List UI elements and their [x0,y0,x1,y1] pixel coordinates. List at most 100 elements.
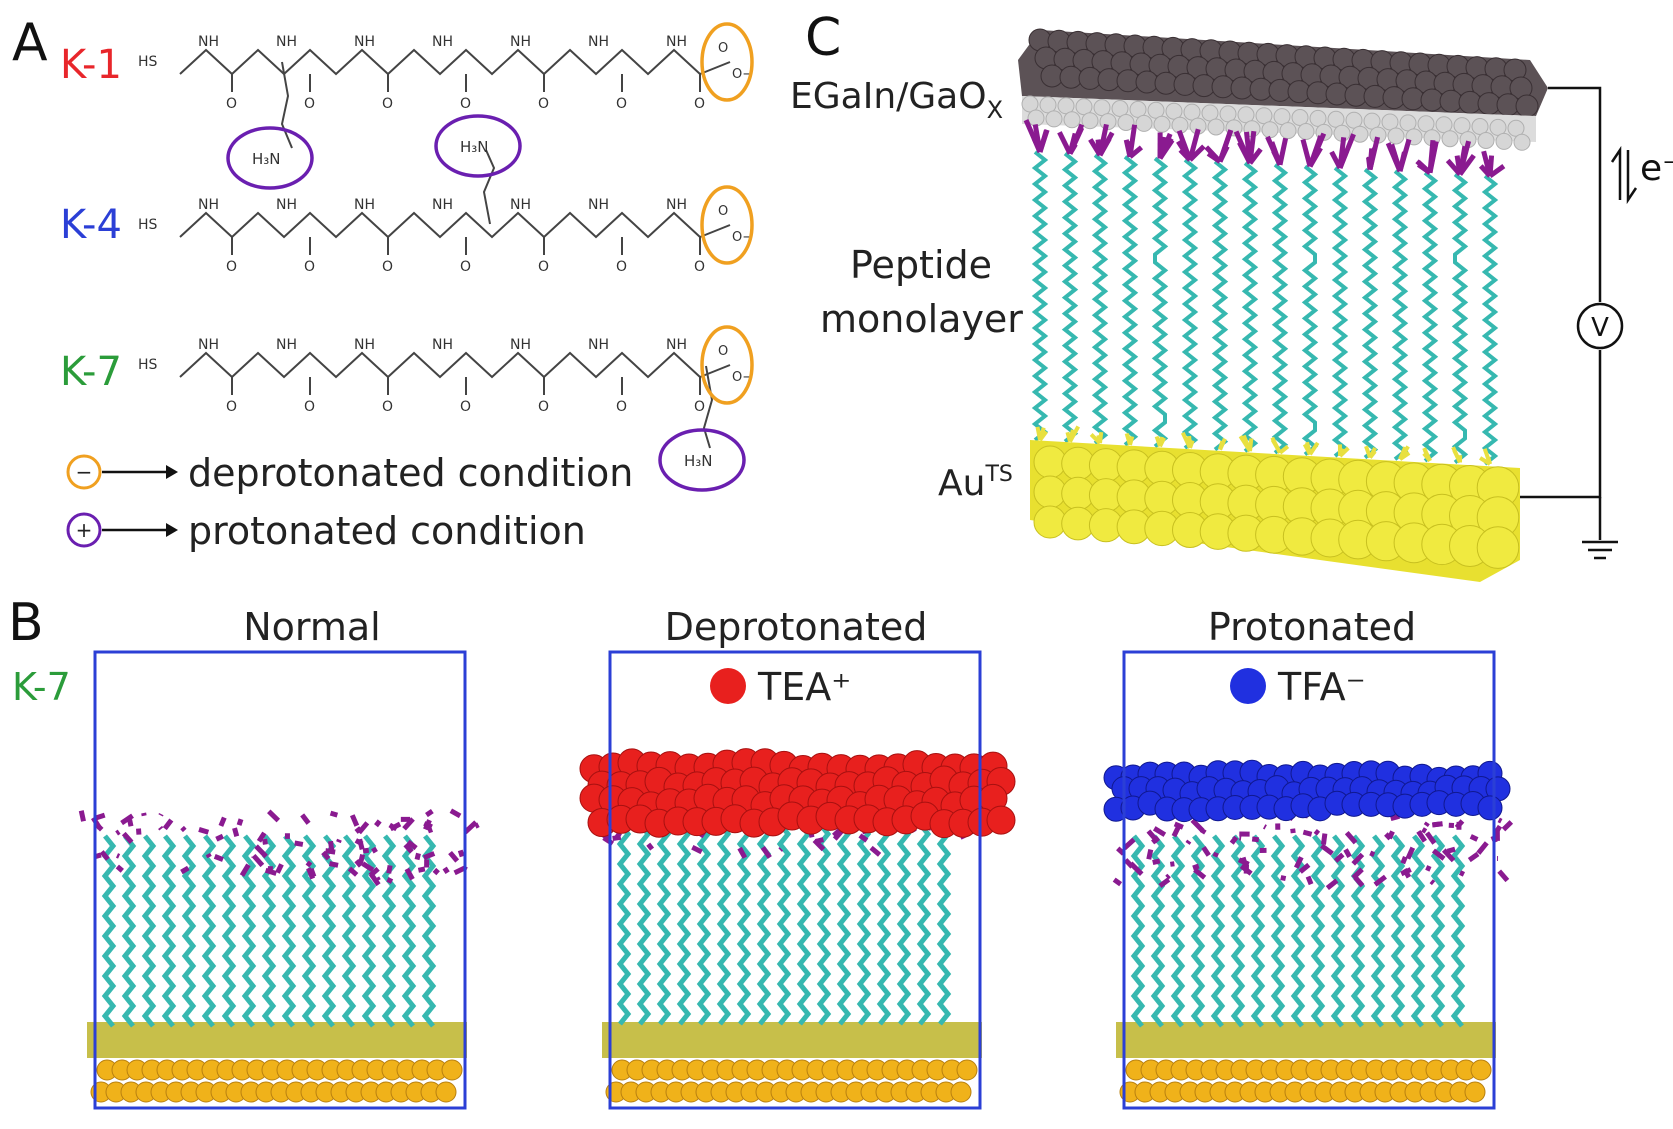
oxide-bead [1351,125,1369,143]
substrate-atom [956,1059,978,1081]
lysine-residue [403,843,414,854]
lysine-residue [1158,877,1171,889]
peptide-chain [1151,156,1169,448]
lysine-residue [1445,158,1462,177]
lysine-residue [180,825,187,833]
protonated-arrowhead [166,523,178,537]
voltmeter [1576,302,1624,350]
lysine-residue [115,829,121,836]
up-arrow [1610,145,1622,200]
carbonyl-o-label: O [616,259,627,275]
lysine-residue [1441,848,1456,863]
egain-label: EGaIn/GaOX [790,76,1003,124]
lysine-residue [1397,138,1412,172]
k1-amine-ring [226,126,314,190]
lysine-residue [349,814,360,827]
lysine-residue [232,827,240,837]
lysine-residue [432,867,440,876]
amide-nh-label: NH [198,197,219,213]
peptide-chain [1331,166,1349,458]
peptide-chain [1450,834,1466,1028]
oxide-bead [1135,114,1153,132]
lysine-residue [1165,873,1171,880]
lysine-residue [1173,821,1184,830]
peptide-chain [1170,834,1186,1028]
peptide-chain [776,802,792,1026]
oxide-bead [1153,115,1171,133]
peptide-chain [1330,834,1346,1028]
lysine-residue [1488,164,1506,179]
carbonyl-o-label: O [304,96,315,112]
carboxylate-label: O− [732,370,753,385]
amine-labels: H₃N H₃N H₃N [252,138,713,470]
lysine-residue [1424,831,1437,845]
lysine-residue [328,840,335,853]
lysine-residue [1239,863,1253,876]
oxide-bead [1081,112,1099,130]
lysine-residue [1217,145,1230,163]
lysine-residue [1446,846,1456,854]
lysine-residue [812,838,826,852]
lysine-residue [218,816,227,827]
thiol-anchor [1398,446,1408,460]
lysine-residue [162,818,174,831]
lysine-residue [1427,139,1436,174]
thiol-anchor [1154,435,1162,448]
carbonyl-o-label: O [694,259,705,275]
peptide-chain [1350,834,1366,1028]
lysine-residue [404,867,415,881]
lysine-residue [347,866,359,877]
peptide-chain [816,802,832,1026]
lysine-residue [386,877,394,884]
lysine-residue [1187,128,1201,161]
lysine-residue [1385,142,1403,173]
thiol-anchor [1096,434,1102,444]
lysine-residue [449,808,462,819]
lysine-residue [78,810,86,822]
peptide-chain [381,834,397,1028]
oxide-bead [1027,109,1045,127]
peptide-chain [241,834,257,1028]
thiol-anchor [1423,449,1432,462]
substrate-atom [435,1081,457,1103]
peptide-chain [201,834,217,1028]
lysine-residue [442,866,450,875]
thiol-anchor [1270,438,1282,454]
tea-ion-label: TEA⁺ [757,665,851,709]
lysine-residue [1123,858,1135,869]
lysine-residue [474,822,480,829]
k4-carboxylate-ring [700,185,754,265]
lysine-residue [1457,140,1472,176]
lysine-residue [760,845,772,859]
k7-amine-label: H₃N [684,452,713,470]
lysine-residue [1429,879,1436,886]
lysine-residue [236,818,244,826]
lysine-residue [275,863,284,874]
lysine-residue [1124,141,1133,158]
gold-beads [1033,445,1520,569]
amide-nh-label: NH [510,337,531,353]
lysine-residue [1344,830,1358,845]
lysine-residue [1425,865,1432,872]
oxide-bead [1045,110,1063,128]
peptide-chain [161,834,177,1028]
carbonyl-o-label: O [616,399,627,415]
lysine-residue [1313,829,1321,836]
carbonyl-o-label: O [694,399,705,415]
peptide-chain [1271,163,1289,455]
carbonyl-o-label: O [226,259,237,275]
amide-nh-label: NH [354,34,375,50]
lysine-residue [264,867,277,876]
lysine-residue [1157,138,1175,160]
thiol-anchor-layer [87,1022,467,1058]
peptide-chain [716,802,732,1026]
thiol-anchor [1248,438,1254,452]
backbone-line [179,211,701,239]
peptide-monolayer [1023,119,1506,466]
substrate-atom [950,1081,972,1103]
oxide-bead [1117,114,1135,131]
backbone-line [179,48,701,76]
k1-side-chain [280,61,293,149]
lysine-residue [1057,131,1073,155]
box-protonated [1122,650,1496,1110]
